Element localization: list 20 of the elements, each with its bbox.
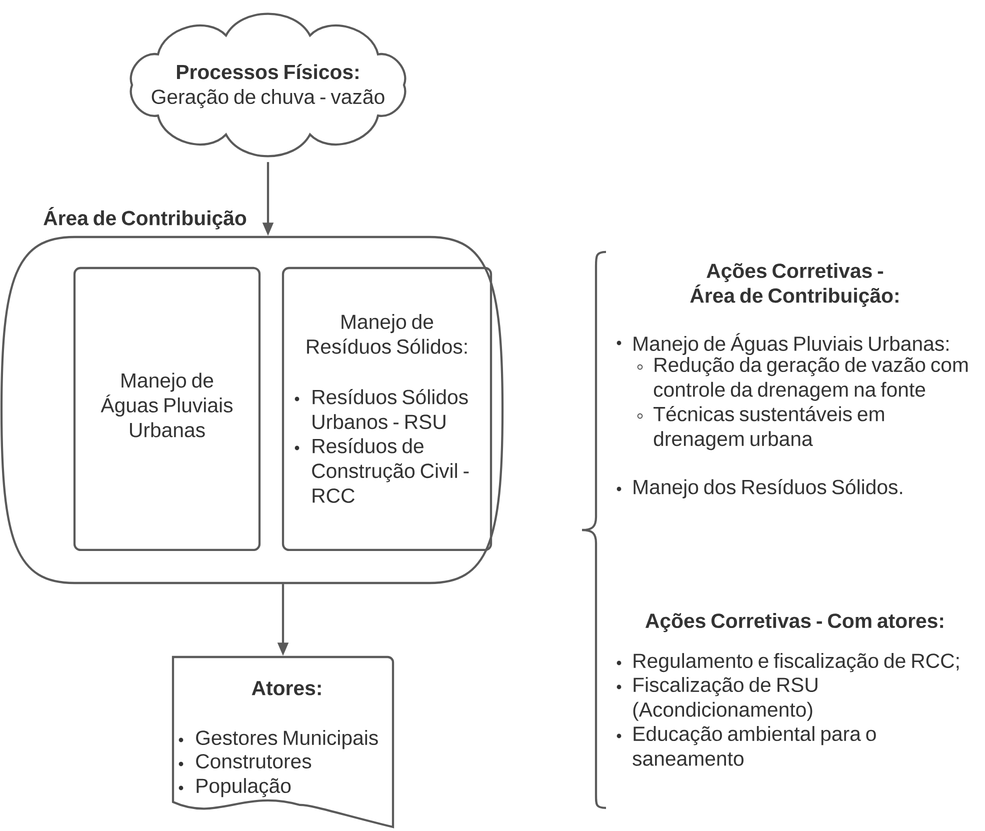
bullet-text: Redução da geração de vazão com controle da drenagem na fonte xyxy=(654,357,968,401)
node-label: Geração de chuva - vazão xyxy=(152,89,384,108)
bullet-text: Fiscalização de RSU (Acondicionamento) xyxy=(633,677,818,721)
node-label: Resíduos Sólidos Urbanos - RSU xyxy=(312,389,468,430)
node-label: Atores: xyxy=(252,681,321,696)
node-label: Resíduos de Construção Civil - RCC xyxy=(312,438,469,503)
node-label: Construtores xyxy=(196,754,312,769)
node-label: Gestores Municipais xyxy=(196,730,378,750)
node-label: Área de Contribuição xyxy=(44,207,246,230)
node-label: Manejo de Resíduos Sólidos: xyxy=(307,314,467,354)
bullet-text: Manejo dos Resíduos Sólidos. xyxy=(634,479,902,498)
bullet-text: Educação ambiental para o saneamento xyxy=(632,726,876,766)
bullet-text: Manejo de Águas Pluviais Urbanas: xyxy=(634,333,948,355)
bullet-text: Regulamento e fiscalização de RCC; xyxy=(634,653,959,672)
node-label: Manejo de Águas Pluviais Urbanas xyxy=(100,372,233,438)
section-heading: Ações Corretivas - Área de Contribuição: xyxy=(690,263,898,307)
section-heading: Ações Corretivas - Com atores: xyxy=(645,613,944,632)
node-label: População xyxy=(196,778,291,798)
node-label: Processos Físicos: xyxy=(177,64,358,80)
bullet-text: Técnicas sustentáveis em drenagem urbana xyxy=(654,406,884,450)
